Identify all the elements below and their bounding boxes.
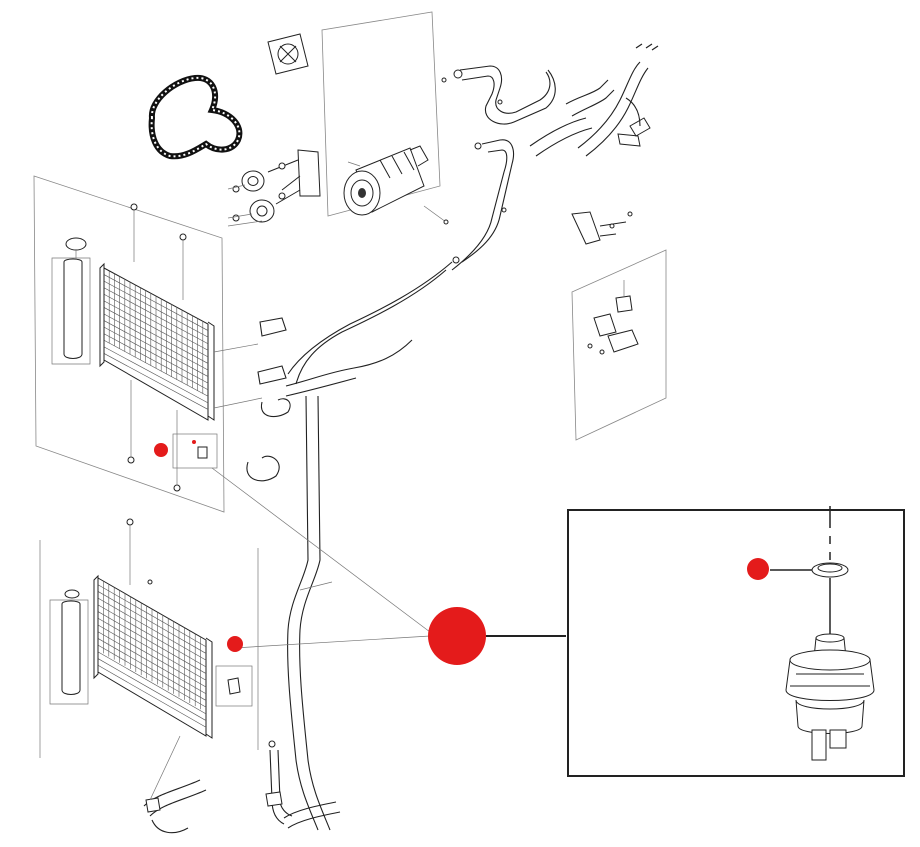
condenser-tube-line [97,624,207,688]
pressure-switch-detail-box [567,506,905,777]
lower-condenser-fins [97,581,207,728]
condenser-tube-line [103,346,209,404]
upper-condenser-panel [33,175,225,513]
condenser-tube-line [97,658,207,721]
condenser-tube-line [103,300,209,358]
condenser-tube-line [97,611,207,674]
upper-condenser-switch-marker[interactable] [154,443,168,457]
compressor [343,145,449,225]
callout-leader-lines [211,467,566,649]
condenser-hose-fittings [213,317,291,482]
refrigerant-lines [285,61,651,831]
condenser-tube-line [97,644,207,708]
condenser-tube-line [97,651,207,715]
condenser-tube-line [97,597,207,661]
condenser-tube-line [103,280,209,338]
condenser-tube-line [97,665,207,728]
condenser-tube-line [97,591,207,654]
compressor-bracket-panel [267,11,441,217]
condenser-tube-line [103,326,209,384]
condenser-tube-line [97,638,207,701]
lower-hoses [143,735,341,834]
lower-condenser-switch-marker[interactable] [227,636,243,652]
idler-pulley-assembly [227,149,321,227]
upper-right-brackets [571,211,633,245]
condenser-tube-line [97,584,207,647]
condenser-tube-line [103,340,209,397]
right-bracket-panel [571,249,667,441]
condenser-tube-line [103,274,209,331]
main-callout-marker[interactable] [428,607,486,665]
upper-condenser-fins [103,270,209,410]
condenser-tube-line [103,287,209,344]
condenser-tube-line [97,618,207,681]
condenser-tube-line [103,353,209,410]
condenser-tube-line [103,333,209,390]
condenser-tube-line [97,631,207,694]
condenser-tube-line [97,604,207,668]
lower-condenser-panel [39,518,259,758]
condenser-tube-line [103,307,209,364]
condenser-tube-line [103,294,209,351]
condenser-tube-line [103,313,209,371]
detail-oring-marker[interactable] [747,558,769,580]
condenser-tube-line [103,320,209,377]
drive-belt [148,74,243,160]
